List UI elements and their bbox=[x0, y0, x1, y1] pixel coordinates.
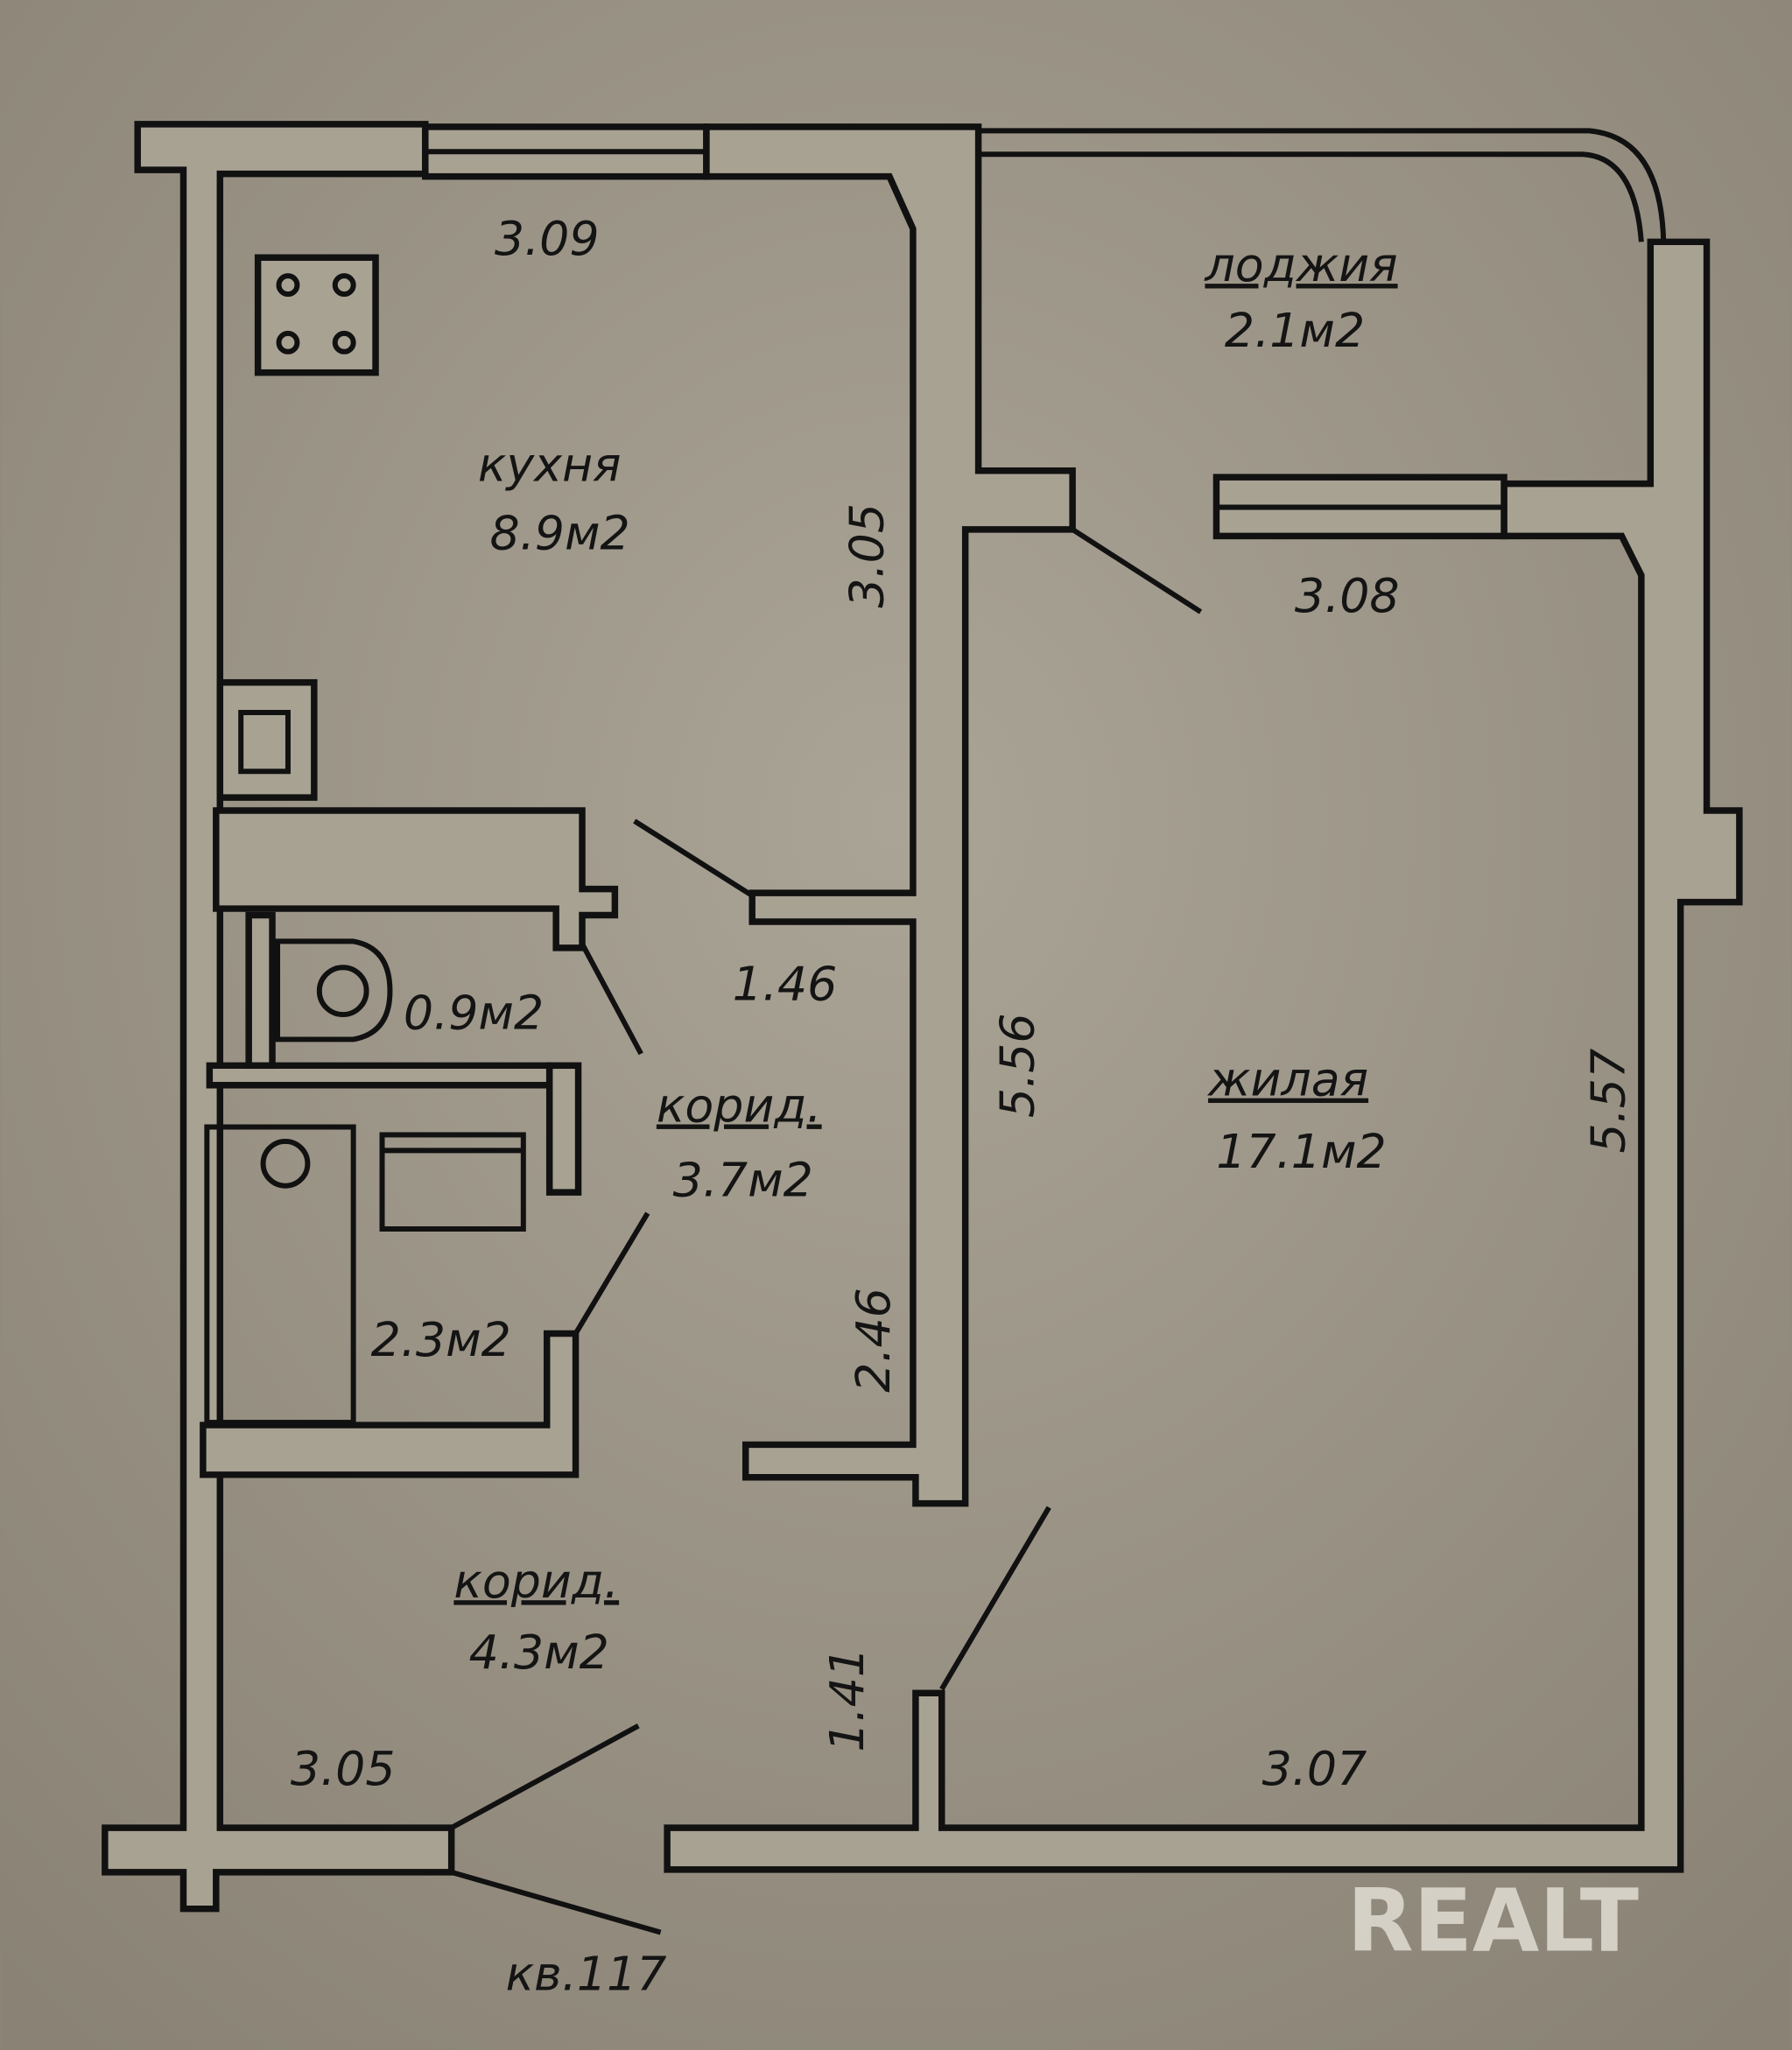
kitchen-area: 8.9м2 bbox=[489, 505, 629, 560]
dim-living-top: 3.08 bbox=[1295, 568, 1400, 623]
wc-area: 0.9м2 bbox=[404, 985, 544, 1040]
realt-watermark: REALT bbox=[1347, 1871, 1639, 1971]
bath-area: 2.3м2 bbox=[371, 1312, 511, 1367]
living-name: жилая bbox=[1206, 1052, 1368, 1107]
walls bbox=[102, 121, 1743, 1913]
dim-hall-width: 3.05 bbox=[291, 1741, 396, 1796]
corridor1-name: корид. bbox=[657, 1078, 822, 1134]
living-area: 17.1м2 bbox=[1216, 1124, 1386, 1179]
fixtures bbox=[204, 254, 526, 1426]
dim-corridor-length: 2.46 bbox=[846, 1288, 901, 1393]
vent-shaft-icon bbox=[216, 678, 318, 801]
bathtub-icon bbox=[204, 1124, 356, 1426]
dim-corridor-width: 1.46 bbox=[733, 957, 838, 1012]
dim-living-bottom: 3.07 bbox=[1262, 1741, 1367, 1796]
room-labels: кухня 8.9м2 лоджия 2.1м2 жилая 17.1м2 ко… bbox=[371, 237, 1398, 2001]
dim-living-left: 5.56 bbox=[989, 1013, 1044, 1118]
stove-icon bbox=[254, 254, 379, 376]
corridor1-area: 3.7м2 bbox=[673, 1153, 813, 1208]
loggia-name: лоджия bbox=[1204, 237, 1397, 292]
dim-kitchen-length: 3.05 bbox=[840, 503, 895, 608]
dim-entry-gap: 1.41 bbox=[819, 1647, 875, 1752]
doors bbox=[450, 527, 1203, 1935]
sink-icon bbox=[379, 1132, 526, 1232]
dimension-labels: 3.09 3.05 3.08 1.46 5.56 5.57 2.46 1.41 … bbox=[291, 211, 1636, 1796]
loggia-area: 2.1м2 bbox=[1225, 303, 1365, 358]
corridor2-area: 4.3м2 bbox=[469, 1625, 609, 1680]
dim-kitchen-width: 3.09 bbox=[495, 211, 600, 266]
corridor2-name: корид. bbox=[453, 1554, 619, 1609]
toilet-icon bbox=[275, 938, 393, 1043]
kitchen-name: кухня bbox=[478, 438, 622, 493]
dim-living-right: 5.57 bbox=[1580, 1049, 1635, 1154]
apartment-number: кв.117 bbox=[506, 1946, 667, 2001]
